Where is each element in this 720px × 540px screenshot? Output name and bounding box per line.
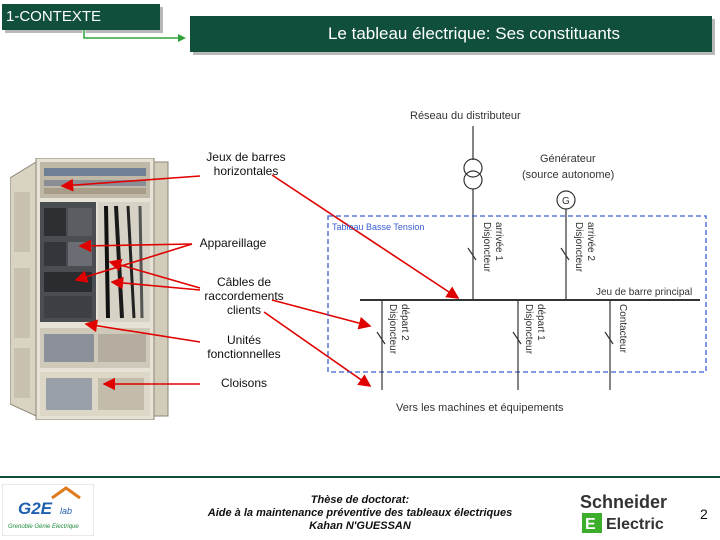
footer-thesis-info: Thèse de doctorat: Aide à la maintenance…	[207, 494, 513, 532]
label-devices: Appareillage	[199, 236, 267, 250]
single-line-diagram: Réseau du distributeur Générateur (sourc…	[327, 110, 707, 414]
label-cables: Câbles de raccordements clients	[204, 275, 284, 317]
svg-text:E: E	[585, 516, 596, 533]
svg-text:G2E: G2E	[18, 499, 53, 518]
g2elab-logo: G2E lab Grenoble Génie Electrique	[2, 484, 94, 536]
machines-label: Vers les machines et équipements	[396, 402, 564, 414]
label-partitions: Cloisons	[220, 376, 268, 390]
label-units: Unités fonctionnelles	[207, 333, 281, 361]
svg-text:lab: lab	[60, 506, 72, 516]
svg-text:Electric: Electric	[606, 516, 664, 533]
slide-title: Le tableau électrique: Ses constituants	[190, 16, 712, 52]
generator-symbol: G	[562, 196, 570, 207]
board-frame	[327, 215, 707, 373]
schematic-generator-sub: (source autonome)	[522, 169, 614, 181]
schematic-network-label: Réseau du distributeur	[410, 110, 521, 122]
header-connector	[82, 30, 186, 42]
page-number: 2	[700, 506, 708, 522]
footer-divider	[0, 476, 720, 478]
board-label: Tableau Basse Tension	[332, 222, 424, 232]
breaker-in1-label: Disjoncteur	[481, 222, 492, 273]
busbar-label: Jeu de barre principal	[596, 287, 692, 298]
switchboard-photo	[10, 158, 169, 420]
breaker-in2-label: Disjoncteur	[573, 222, 584, 273]
section-tag: 1-CONTEXTE	[2, 4, 160, 30]
breaker-out1-sub: départ 1	[535, 304, 546, 341]
breaker-out2-sub: départ 2	[399, 304, 410, 341]
svg-text:Schneider: Schneider	[580, 492, 667, 512]
contactor-label: Contacteur	[617, 304, 628, 354]
svg-text:Grenoble Génie Electrique: Grenoble Génie Electrique	[8, 524, 79, 530]
breaker-in2-sub: arrivée 2	[585, 222, 596, 261]
breaker-out2-label: Disjoncteur	[387, 304, 398, 355]
schneider-electric-logo: Schneider E Electric	[580, 492, 667, 533]
breaker-out1-label: Disjoncteur	[523, 304, 534, 355]
schematic-generator-label: Générateur	[540, 153, 596, 165]
breaker-in1-sub: arrivée 1	[493, 222, 504, 261]
label-busbars: Jeux de barres horizontales	[206, 150, 286, 178]
